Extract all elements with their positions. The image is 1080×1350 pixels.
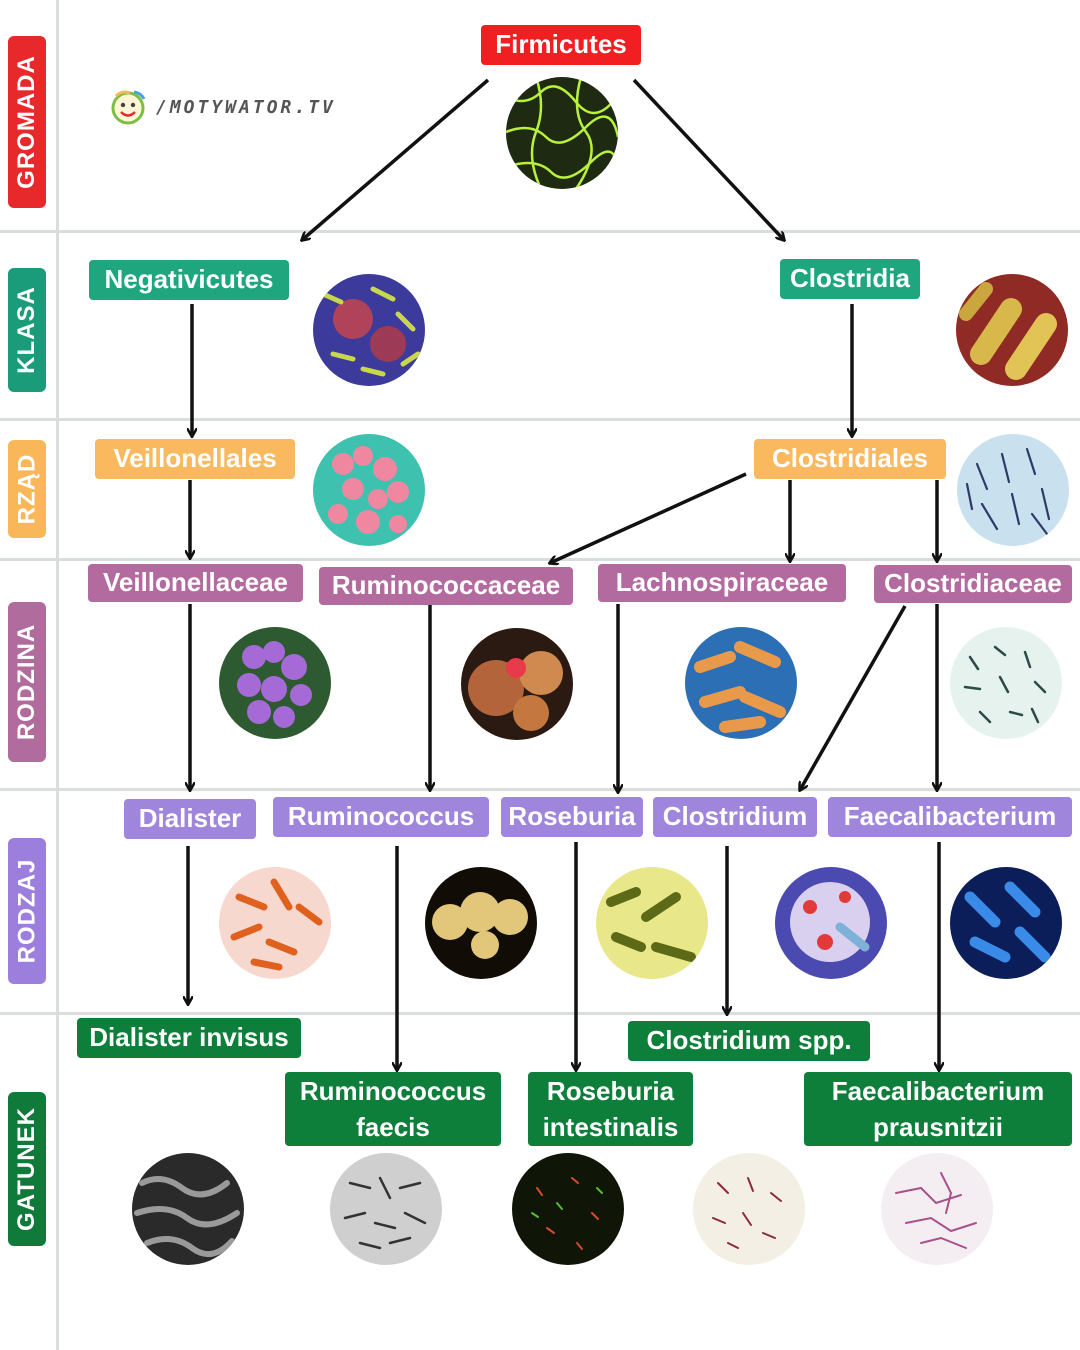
node-ruminococcus: Ruminococcus — [273, 797, 489, 837]
microscopy-image-ruminococcus — [425, 867, 537, 979]
arrow-firmicutes-clostridia — [632, 78, 784, 240]
node-negativicutes: Negativicutes — [89, 260, 289, 300]
microscopy-image-roseburia — [596, 867, 708, 979]
microscopy-image-veillonellaceae — [219, 627, 331, 739]
microscopy-image-clostridium — [775, 867, 887, 979]
rank-label-rodzaj: RODZAJ — [8, 838, 46, 984]
species-name-line2: intestinalis — [542, 1112, 679, 1142]
node-ruminococcus-faecis: Ruminococcus faecis — [285, 1072, 501, 1146]
species-name-line1: Roseburia — [546, 1075, 675, 1106]
node-clostridiaceae: Clostridiaceae — [874, 565, 1072, 603]
species-name-line1: Faecalibacterium — [831, 1075, 1045, 1106]
node-dialister-invisus: Dialister invisus — [77, 1018, 301, 1058]
microscopy-image-firmicutes — [506, 77, 618, 189]
microscopy-image-clostridiales — [957, 434, 1069, 546]
node-faecalibacterium: Faecalibacterium — [828, 797, 1072, 837]
microscopy-image-lachnospiraceae — [685, 627, 797, 739]
microscopy-image-faecalibacterium-prausnitzii — [881, 1153, 993, 1265]
microscopy-image-clostridia — [956, 274, 1068, 386]
node-veillonellales: Veillonellales — [95, 439, 295, 479]
row-divider — [0, 230, 1080, 233]
motywator-logo: /MOTYWATOR.TV — [108, 88, 336, 126]
node-firmicutes: Firmicutes — [481, 25, 641, 65]
species-name-line2: faecis — [356, 1112, 430, 1142]
microscopy-image-dialister-invisus — [132, 1153, 244, 1265]
arrow-clostridiales-ruminococcaceae — [550, 472, 747, 563]
node-faecalibacterium-prausnitzii: Faecalibacterium prausnitzii — [804, 1072, 1072, 1146]
rank-label-gromada: GROMADA — [8, 36, 46, 208]
node-roseburia: Roseburia — [501, 797, 643, 837]
species-name-line2: prausnitzii — [872, 1112, 1003, 1142]
row-divider — [0, 788, 1080, 791]
node-roseburia-intestinalis: Roseburia intestinalis — [528, 1072, 693, 1146]
rank-label-gatunek: GATUNEK — [8, 1092, 46, 1246]
species-name-line1: Ruminococcus — [299, 1075, 487, 1106]
microscopy-image-clostridiaceae — [950, 627, 1062, 739]
node-lachnospiraceae: Lachnospiraceae — [598, 564, 846, 602]
node-clostridium: Clostridium — [653, 797, 817, 837]
rank-label-rodzina: RODZINA — [8, 602, 46, 762]
microscopy-image-ruminococcus-faecis — [330, 1153, 442, 1265]
rank-column-divider — [56, 0, 59, 1350]
rank-label-klasa: KLASA — [8, 268, 46, 392]
microscopy-image-faecalibacterium — [950, 867, 1062, 979]
microscopy-image-dialister — [219, 867, 331, 979]
node-clostridium-spp: Clostridium spp. — [628, 1021, 870, 1061]
logo-text: /MOTYWATOR.TV — [156, 96, 336, 118]
node-clostridiales: Clostridiales — [754, 439, 946, 479]
microscopy-image-clostridium-spp — [693, 1153, 805, 1265]
row-divider — [0, 1012, 1080, 1015]
arrow-clostridiaceae-clostridium — [800, 605, 907, 790]
microscopy-image-negativicutes — [313, 274, 425, 386]
row-divider — [0, 418, 1080, 421]
arrow-firmicutes-negativicutes — [302, 78, 490, 240]
node-veillonellaceae: Veillonellaceae — [88, 564, 303, 602]
smiley-face-icon — [111, 90, 146, 125]
rank-label-rzad: RZĄD — [8, 440, 46, 538]
node-dialister: Dialister — [124, 799, 256, 839]
row-divider — [0, 558, 1080, 561]
microscopy-image-roseburia-intestinalis — [512, 1153, 624, 1265]
microscopy-image-veillonellales — [313, 434, 425, 546]
microscopy-image-ruminococcaceae — [461, 628, 573, 740]
node-ruminococcaceae: Ruminococcaceae — [319, 567, 573, 605]
node-clostridia: Clostridia — [780, 259, 920, 299]
